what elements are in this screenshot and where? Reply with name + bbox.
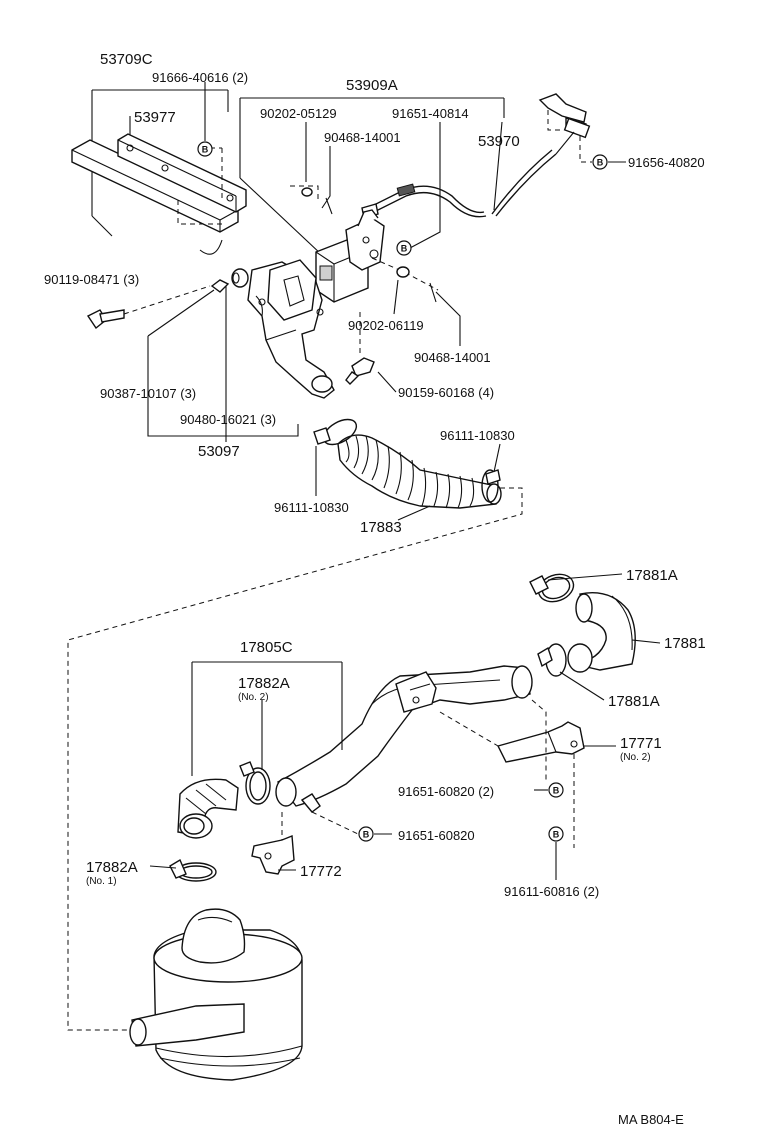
fastener-badge-91651-60820: B bbox=[311, 811, 392, 842]
callout-17882a-no2: 17882A bbox=[238, 675, 290, 692]
pin-90468-14001-lower bbox=[429, 282, 461, 346]
callout-53709c: 53709C bbox=[100, 51, 153, 68]
clamp-17881a-top bbox=[529, 573, 575, 603]
grommet-90480-16021 bbox=[231, 268, 249, 288]
clamp-96111-10830-left bbox=[313, 418, 358, 446]
elbow-hose-17881 bbox=[567, 592, 636, 673]
callout-17882a-no2-sub: (No. 2) bbox=[238, 692, 269, 703]
bracket-53909a bbox=[239, 97, 505, 256]
clamp-17881a-bottom bbox=[537, 643, 567, 677]
callout-91651-60820: 91651-60820 bbox=[398, 828, 475, 843]
clamp-96111-10830-right bbox=[67, 469, 523, 1031]
cable-end-bracket bbox=[538, 93, 591, 155]
callout-90119-08471: 90119-08471 (3) bbox=[44, 272, 139, 287]
callout-17882a-no1-sub: (No. 1) bbox=[86, 876, 117, 887]
callout-91656-40820: 91656-40820 bbox=[628, 155, 705, 170]
bracket-17772 bbox=[251, 812, 296, 875]
bracket-rail-53977 bbox=[71, 133, 247, 255]
callout-91611-60816: 91611-60816 (2) bbox=[504, 884, 599, 899]
callout-17881a-bottom: 17881A bbox=[608, 693, 660, 710]
duct-housing-53097 bbox=[247, 259, 335, 399]
callout-91651-60820-2: 91651-60820 (2) bbox=[398, 784, 494, 799]
elbow-hose-left bbox=[177, 778, 239, 839]
callout-90202-05129: 90202-05129 bbox=[260, 106, 337, 121]
footer-diagram-code: MA B804-E bbox=[618, 1112, 684, 1127]
fastener-badge-91611-60816: B bbox=[548, 826, 564, 878]
callout-90468-14001-top: 90468-14001 bbox=[324, 130, 401, 145]
pin-90468-14001 bbox=[325, 197, 333, 215]
callout-91651-40814: 91651-40814 bbox=[392, 106, 469, 121]
washer-90202-06119 bbox=[393, 266, 410, 315]
washer-90202-05129 bbox=[290, 185, 319, 200]
callout-53977: 53977 bbox=[134, 109, 176, 126]
callout-91666-40616: 91666-40616 (2) bbox=[152, 70, 248, 85]
callout-53970: 53970 bbox=[478, 133, 520, 150]
cable-53970 bbox=[361, 121, 557, 219]
badge-letter: B bbox=[401, 244, 408, 254]
callout-17881a-top: 17881A bbox=[626, 567, 678, 584]
fastener-badge-91666: B bbox=[197, 82, 213, 157]
badge-letter: B bbox=[597, 158, 604, 168]
fastener-badge-91656: B bbox=[579, 136, 626, 170]
fastener-badge-91651-60820-2: B bbox=[531, 699, 564, 798]
callout-17772: 17772 bbox=[300, 863, 342, 880]
callout-17881: 17881 bbox=[664, 635, 706, 652]
callout-90387-10107: 90387-10107 (3) bbox=[100, 386, 196, 401]
callout-90202-06119: 90202-06119 bbox=[348, 318, 424, 333]
clamp-17882a-no1 bbox=[169, 858, 217, 882]
callout-90480-16021: 90480-16021 (3) bbox=[180, 412, 276, 427]
lever-assembly-53909a bbox=[315, 209, 385, 303]
callout-96111-10830-right: 96111-10830 bbox=[440, 428, 515, 443]
callout-17883: 17883 bbox=[360, 519, 402, 536]
callout-53097: 53097 bbox=[198, 443, 240, 460]
clamp-17882a-no2 bbox=[239, 761, 271, 805]
air-cleaner-housing bbox=[129, 908, 303, 1081]
bolt-90119-08471 bbox=[86, 285, 211, 330]
callout-17771: 17771 bbox=[620, 735, 662, 752]
callout-17805c: 17805C bbox=[240, 639, 293, 656]
callout-90159-60168: 90159-60168 (4) bbox=[398, 385, 494, 400]
hose-17883 bbox=[337, 434, 502, 509]
badge-letter: B bbox=[553, 830, 560, 840]
badge-letter: B bbox=[363, 830, 370, 840]
badge-letter: B bbox=[202, 145, 209, 155]
intake-pipe-17805c bbox=[275, 665, 533, 813]
bolt-90159-60168 bbox=[345, 312, 397, 393]
bracket-17771 bbox=[439, 711, 616, 848]
fastener-badge-53909a: B bbox=[396, 240, 412, 256]
badge-letter: B bbox=[553, 786, 560, 796]
callout-17771-sub: (No. 2) bbox=[620, 752, 651, 763]
collar-90387-10107 bbox=[210, 279, 230, 293]
callout-96111-10830-left: 96111-10830 bbox=[274, 500, 349, 515]
leader-lines bbox=[149, 443, 661, 880]
callout-90468-14001-bottom: 90468-14001 bbox=[414, 350, 491, 365]
callout-53909a: 53909A bbox=[346, 77, 398, 94]
callout-17882a-no1: 17882A bbox=[86, 859, 138, 876]
